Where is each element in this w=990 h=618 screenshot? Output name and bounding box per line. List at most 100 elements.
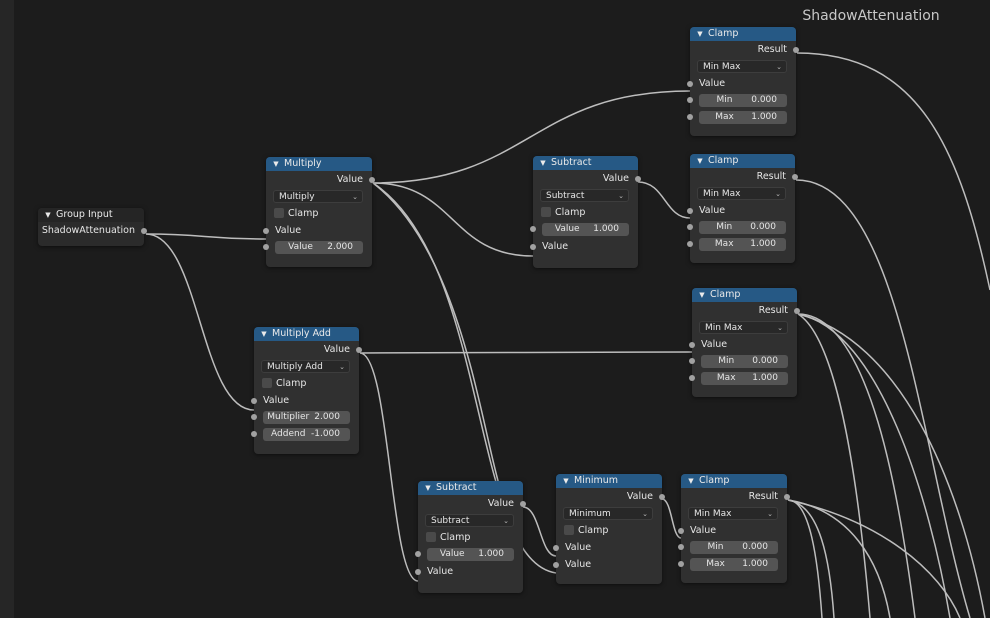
clamp-mode-select[interactable]: Min Max ⌄	[699, 321, 788, 334]
operation-select[interactable]: Subtract ⌄	[540, 189, 629, 202]
output-socket[interactable]	[793, 47, 799, 53]
chevron-down-icon[interactable]: ▼	[261, 330, 267, 338]
subtract-node-bottom[interactable]: ▼ Subtract Value Subtract ⌄ Clamp Value …	[415, 481, 526, 593]
output-socket[interactable]	[369, 177, 375, 183]
input-socket[interactable]	[687, 208, 693, 214]
node-header[interactable]: ▼ Clamp	[692, 288, 797, 302]
input-socket[interactable]	[251, 398, 257, 404]
input-socket[interactable]	[687, 241, 693, 247]
chevron-down-icon[interactable]: ▼	[45, 211, 51, 219]
input-socket[interactable]	[687, 224, 693, 230]
output-socket[interactable]	[520, 501, 526, 507]
output-socket[interactable]	[356, 347, 362, 353]
clamp-mode-select[interactable]: Min Max ⌄	[697, 187, 786, 200]
input-socket[interactable]	[263, 228, 269, 234]
subtract-node-top[interactable]: ▼ Subtract Value Subtract ⌄ Clamp Value …	[530, 156, 641, 268]
field-value: 0.000	[751, 95, 777, 105]
mode-value: Min Max	[703, 62, 741, 72]
clamp-checkbox[interactable]	[262, 378, 272, 388]
clamp-checkbox[interactable]	[274, 208, 284, 218]
input-socket[interactable]	[687, 97, 693, 103]
operation-select[interactable]: Multiply Add ⌄	[261, 360, 350, 373]
input-socket[interactable]	[553, 562, 559, 568]
minimum-node[interactable]: ▼ Minimum Value Minimum ⌄ Clamp Value Va…	[553, 474, 665, 584]
output-socket[interactable]	[792, 174, 798, 180]
max-field[interactable]: Max 1.000	[689, 372, 788, 385]
operation-select[interactable]: Subtract ⌄	[425, 514, 514, 527]
output-socket-row: Value	[266, 171, 375, 188]
node-header[interactable]: ▼ Clamp	[681, 474, 787, 488]
input-socket[interactable]	[689, 358, 695, 364]
node-header[interactable]: ▼ Group Input	[38, 208, 144, 222]
mode-row: Min Max ⌄	[690, 185, 795, 202]
input-socket[interactable]	[678, 561, 684, 567]
socket-label: Result	[757, 44, 787, 55]
output-socket[interactable]	[784, 494, 790, 500]
chevron-down-icon[interactable]: ▼	[540, 159, 546, 167]
clamp-node-2[interactable]: ▼ Clamp Result Min Max ⌄ Value Min 0.000	[687, 154, 798, 263]
clamp-checkbox[interactable]	[564, 525, 574, 535]
min-field[interactable]: Min 0.000	[687, 221, 786, 234]
input-socket[interactable]	[251, 414, 257, 420]
operation-select[interactable]: Multiply ⌄	[273, 190, 363, 203]
addend-field[interactable]: Addend -1.000	[251, 428, 350, 441]
input-socket[interactable]	[553, 545, 559, 551]
link-multiply-subtract-top	[372, 182, 534, 257]
min-field[interactable]: Min 0.000	[687, 94, 787, 107]
clamp-mode-select[interactable]: Min Max ⌄	[688, 507, 778, 520]
input-socket[interactable]	[263, 244, 269, 250]
output-socket[interactable]	[141, 228, 147, 234]
input-socket[interactable]	[687, 81, 693, 87]
clamp-checkbox[interactable]	[426, 532, 436, 542]
value-field[interactable]: Value 2.000	[263, 241, 363, 254]
max-field-row: Max 1.000	[678, 556, 787, 573]
chevron-down-icon[interactable]: ▼	[425, 484, 431, 492]
chevron-down-icon[interactable]: ▼	[688, 477, 694, 485]
node-header[interactable]: ▼ Clamp	[690, 27, 796, 41]
input-socket[interactable]	[251, 431, 257, 437]
output-socket[interactable]	[659, 494, 665, 500]
output-socket[interactable]	[635, 176, 641, 182]
max-field[interactable]: Max 1.000	[687, 238, 786, 251]
value-field[interactable]: Value 1.000	[415, 548, 514, 561]
input-socket[interactable]	[689, 342, 695, 348]
chevron-down-icon[interactable]: ▼	[697, 157, 703, 165]
max-field[interactable]: Max 1.000	[687, 111, 787, 124]
clamp-node-1[interactable]: ▼ Clamp Result Min Max ⌄ Value Min 0.000	[687, 27, 799, 136]
node-header[interactable]: ▼ Subtract	[418, 481, 523, 495]
min-field[interactable]: Min 0.000	[689, 355, 788, 368]
input-socket[interactable]	[415, 569, 421, 575]
input-socket[interactable]	[687, 114, 693, 120]
chevron-down-icon[interactable]: ▼	[273, 160, 279, 168]
input-socket[interactable]	[689, 375, 695, 381]
multiply-add-node[interactable]: ▼ Multiply Add Value Multiply Add ⌄ Clam…	[251, 327, 362, 454]
node-header[interactable]: ▼ Multiply	[266, 157, 372, 171]
input-socket[interactable]	[530, 244, 536, 250]
group-input-node[interactable]: ▼ Group Input ShadowAttenuation	[38, 208, 147, 246]
clamp-mode-select[interactable]: Min Max ⌄	[697, 60, 787, 73]
input-socket[interactable]	[415, 551, 421, 557]
min-field[interactable]: Min 0.000	[678, 541, 778, 554]
max-field[interactable]: Max 1.000	[678, 558, 778, 571]
chevron-down-icon[interactable]: ▼	[697, 30, 703, 38]
input-socket[interactable]	[678, 544, 684, 550]
node-header[interactable]: ▼ Clamp	[690, 154, 795, 168]
chevron-down-icon[interactable]: ▼	[699, 291, 705, 299]
input-socket[interactable]	[678, 528, 684, 534]
input-socket[interactable]	[530, 226, 536, 232]
output-socket-row: Result	[690, 168, 798, 185]
node-header[interactable]: ▼ Minimum	[556, 474, 662, 488]
chevron-down-icon[interactable]: ▼	[563, 477, 569, 485]
value-field[interactable]: Value 1.000	[530, 223, 629, 236]
output-socket[interactable]	[794, 308, 800, 314]
node-header[interactable]: ▼ Multiply Add	[254, 327, 359, 341]
clamp-node-3[interactable]: ▼ Clamp Result Min Max ⌄ Value Min 0.000	[689, 288, 800, 397]
operation-select[interactable]: Minimum ⌄	[563, 507, 653, 520]
multiplier-field[interactable]: Multiplier 2.000	[251, 411, 350, 424]
multiply-node[interactable]: ▼ Multiply Value Multiply ⌄ Clamp Value …	[263, 157, 375, 267]
clamp-node-4[interactable]: ▼ Clamp Result Min Max ⌄ Value Min 0.000	[678, 474, 790, 583]
node-header[interactable]: ▼ Subtract	[533, 156, 638, 170]
clamp-checkbox[interactable]	[541, 207, 551, 217]
